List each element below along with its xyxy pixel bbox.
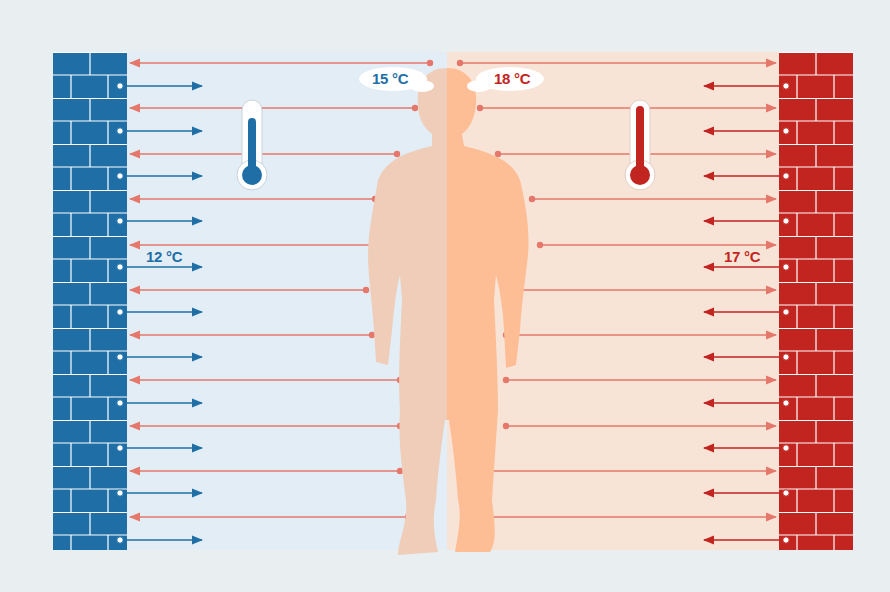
breath-temperature: 18 °C: [494, 70, 530, 88]
radiation-line: [506, 379, 776, 381]
wall-dot: [783, 128, 789, 134]
wall-dot: [117, 173, 123, 179]
radiation-line: [130, 379, 400, 381]
wall-dot: [783, 537, 789, 543]
warm-arrow: [704, 220, 786, 222]
warm-arrow: [704, 402, 786, 404]
wall-dot: [117, 264, 123, 270]
ray-dot: [457, 60, 463, 66]
thermometer-warm: [625, 100, 655, 190]
wall-dot: [783, 490, 789, 496]
wall-dot: [783, 173, 789, 179]
wall-dot: [117, 83, 123, 89]
warm-arrow: [704, 539, 786, 541]
radiation-line: [130, 107, 415, 109]
wall-dot: [783, 445, 789, 451]
radiation-line: [130, 289, 366, 291]
wall-dot: [117, 537, 123, 543]
cold-arrow: [120, 220, 202, 222]
breath-cloud-left: [359, 67, 434, 92]
wall-dot: [117, 490, 123, 496]
radiation-line: [480, 107, 776, 109]
warm-arrow: [704, 492, 786, 494]
wall-dot: [117, 354, 123, 360]
warm-arrow: [704, 266, 786, 268]
ray-dot: [412, 105, 418, 111]
breath-temperature: 15 °C: [372, 70, 408, 88]
cold-zone: [127, 52, 447, 550]
cold-arrow: [120, 539, 202, 541]
radiation-line: [532, 198, 776, 200]
wall-temperature: 12 °C: [146, 248, 182, 266]
wall-dot: [783, 83, 789, 89]
radiation-line: [506, 334, 776, 336]
radiation-line: [130, 516, 408, 518]
ray-dot: [363, 287, 369, 293]
radiation-line: [506, 425, 776, 427]
warm-arrow: [704, 130, 786, 132]
wall-dot: [783, 264, 789, 270]
ray-dot: [503, 423, 509, 429]
ray-dot: [529, 196, 535, 202]
wall-dot: [783, 309, 789, 315]
radiation-line: [460, 62, 776, 64]
cold-wall: [53, 52, 127, 550]
radiation-line: [130, 334, 372, 336]
cold-arrow: [120, 266, 202, 268]
radiation-line: [130, 62, 430, 64]
radiation-line: [130, 470, 400, 472]
ray-dot: [427, 60, 433, 66]
warm-arrow: [704, 175, 786, 177]
wall-dot: [783, 354, 789, 360]
radiation-line: [518, 289, 776, 291]
wall-dot: [117, 309, 123, 315]
ray-dot: [503, 377, 509, 383]
ray-dot: [394, 151, 400, 157]
cold-arrow: [120, 492, 202, 494]
wall-dot: [783, 400, 789, 406]
radiation-line: [130, 244, 372, 246]
person-silhouette: [368, 68, 529, 555]
cold-arrow: [120, 447, 202, 449]
ray-dot: [537, 242, 543, 248]
cold-arrow: [120, 356, 202, 358]
wall-temperature: 17 °C: [724, 248, 760, 266]
warm-arrow: [704, 356, 786, 358]
warm-arrow: [704, 85, 786, 87]
radiation-line: [540, 244, 776, 246]
ray-dot: [477, 105, 483, 111]
cold-arrow: [120, 175, 202, 177]
warm-zone: [447, 52, 779, 550]
warm-arrow: [704, 311, 786, 313]
wall-dot: [117, 400, 123, 406]
radiation-line: [486, 516, 776, 518]
warm-wall: [779, 52, 853, 550]
wall-dot: [783, 218, 789, 224]
thermometer-cold: [237, 100, 267, 190]
radiation-line: [130, 198, 375, 200]
wall-dot: [117, 445, 123, 451]
warm-arrow: [704, 447, 786, 449]
wall-dot: [117, 218, 123, 224]
cold-arrow: [120, 85, 202, 87]
cold-arrow: [120, 130, 202, 132]
cold-arrow: [120, 402, 202, 404]
wall-dot: [117, 128, 123, 134]
cold-arrow: [120, 311, 202, 313]
radiation-line: [490, 470, 776, 472]
radiation-line: [130, 425, 400, 427]
breath-cloud-right: [467, 67, 544, 92]
radiation-line: [130, 153, 397, 155]
